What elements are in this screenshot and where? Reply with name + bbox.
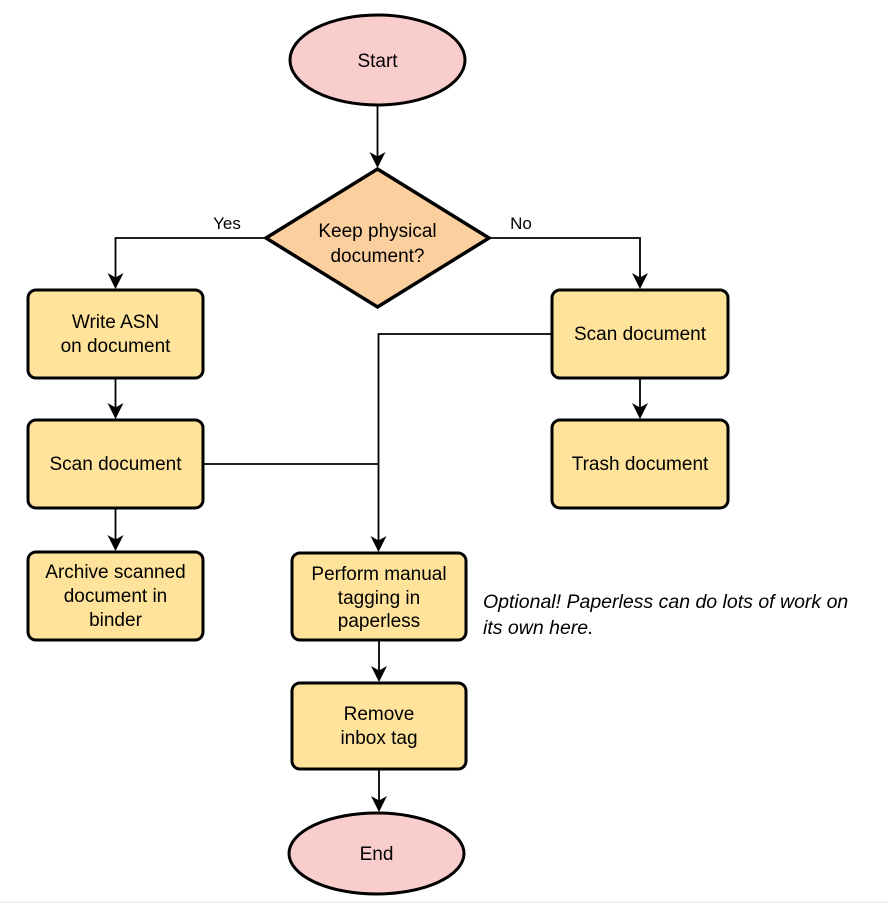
edge-decision-yes	[107, 237, 264, 289]
note-optional-line1: Optional! Paperless can do lots of work …	[483, 591, 848, 613]
remove-inbox-label-line2: inbox tag	[340, 728, 417, 749]
start-label: Start	[357, 51, 398, 72]
tagging-label-line3: paperless	[338, 611, 420, 632]
process-trash-node	[550, 418, 730, 510]
archive-label-line2: document in	[64, 586, 168, 607]
remove-inbox-label-line1: Remove	[344, 704, 415, 725]
decision-label-line2: document?	[330, 246, 424, 267]
decision-keep-physical-node	[262, 166, 493, 310]
edge-label-no: No	[510, 214, 532, 233]
start-node	[288, 13, 467, 107]
process-remove-inbox-node	[290, 681, 468, 771]
process-scan-right-node	[550, 288, 730, 380]
edge-decision-no	[490, 237, 648, 289]
process-archive-node	[26, 550, 205, 642]
write-asn-label-line1: Write ASN	[72, 312, 159, 333]
trash-label: Trash document	[572, 454, 709, 475]
process-scan-left-node	[26, 418, 205, 510]
archive-label-line3: binder	[89, 610, 142, 631]
write-asn-label-line2: on document	[61, 336, 172, 357]
scan-right-label: Scan document	[574, 324, 707, 345]
note-optional-line2: its own here.	[483, 617, 594, 639]
decision-label-line1: Keep physical	[318, 221, 436, 242]
process-write-asn-node	[26, 288, 205, 380]
end-label: End	[360, 844, 394, 865]
process-tagging-node	[290, 551, 468, 642]
tagging-label-line2: tagging in	[338, 588, 420, 609]
archive-label-line1: Archive scanned	[45, 562, 185, 583]
tagging-label-line1: Perform manual	[311, 564, 446, 585]
end-node	[287, 811, 466, 896]
scan-left-label: Scan document	[49, 454, 182, 475]
edge-label-yes: Yes	[213, 214, 241, 233]
edge-scanright-to-tagging	[370, 333, 552, 552]
